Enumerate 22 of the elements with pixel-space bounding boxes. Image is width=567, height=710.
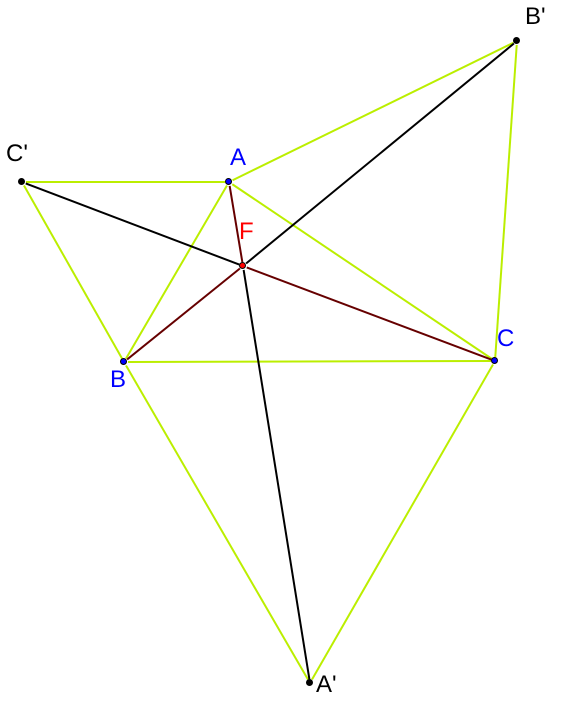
point-label: C: [497, 327, 514, 351]
point-label: B: [110, 368, 126, 392]
line-segment: [26, 181, 225, 183]
line-segment: [246, 266, 492, 361]
line-segment: [126, 268, 241, 360]
line-segment: [23, 184, 123, 360]
point-label: C': [6, 142, 28, 166]
point-label: F: [239, 220, 254, 244]
point-label: B': [525, 5, 546, 29]
line-segment: [128, 360, 491, 363]
line-segment: [311, 364, 494, 680]
line-segment: [245, 42, 515, 264]
line-segment: [125, 364, 309, 680]
point-label: A': [316, 673, 337, 697]
line-segment: [494, 44, 518, 358]
line-segment: [25, 182, 240, 266]
line-segment: [242, 270, 310, 680]
line-segment: [125, 184, 228, 360]
point-label: A: [230, 146, 246, 170]
line-segment: [232, 183, 492, 360]
line-segment: [228, 186, 244, 262]
line-segment: [232, 42, 514, 182]
